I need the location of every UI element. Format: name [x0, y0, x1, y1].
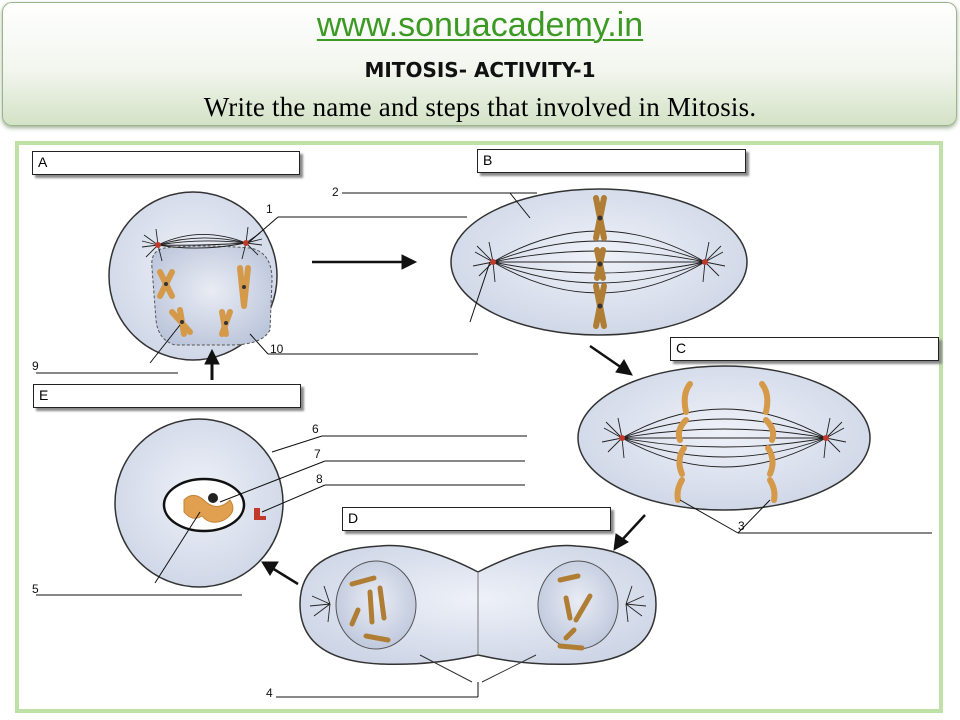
label-3: 3	[738, 519, 745, 533]
stage-box-b[interactable]: B	[477, 149, 746, 173]
stage-letter-b: B	[483, 152, 493, 168]
label-lines	[36, 192, 932, 698]
cell-c	[577, 365, 871, 511]
label-6: 6	[312, 422, 319, 436]
cell-d	[299, 544, 657, 683]
stage-letter-d: D	[348, 510, 359, 526]
cell-a	[108, 191, 278, 361]
label-numbers: 1 2 3 4 5 6 7 8 9 10	[32, 185, 745, 700]
stage-letter-e: E	[39, 387, 49, 403]
cell-e	[114, 418, 284, 588]
label-9: 9	[32, 359, 39, 373]
stage-box-e[interactable]: E	[33, 384, 301, 408]
arrows	[204, 254, 646, 586]
label-8: 8	[316, 472, 323, 486]
activity-title: MITOSIS- ACTIVITY-1	[364, 58, 596, 82]
header-band	[2, 2, 957, 126]
label-2: 2	[332, 185, 339, 199]
cell-b	[450, 188, 748, 336]
site-url-link[interactable]: www.sonuacademy.in	[316, 6, 644, 44]
stage-letter-a: A	[38, 154, 48, 170]
label-4: 4	[266, 686, 273, 700]
stage-box-d[interactable]: D	[342, 507, 611, 531]
label-1: 1	[266, 202, 273, 216]
instruction-text: Write the name and steps that involved i…	[203, 92, 757, 122]
stage-box-c[interactable]: C	[670, 337, 939, 361]
label-10: 10	[270, 342, 284, 356]
stage-box-a[interactable]: A	[32, 151, 300, 175]
label-7: 7	[314, 447, 321, 461]
label-5: 5	[32, 582, 39, 596]
stage-letter-c: C	[676, 340, 687, 356]
